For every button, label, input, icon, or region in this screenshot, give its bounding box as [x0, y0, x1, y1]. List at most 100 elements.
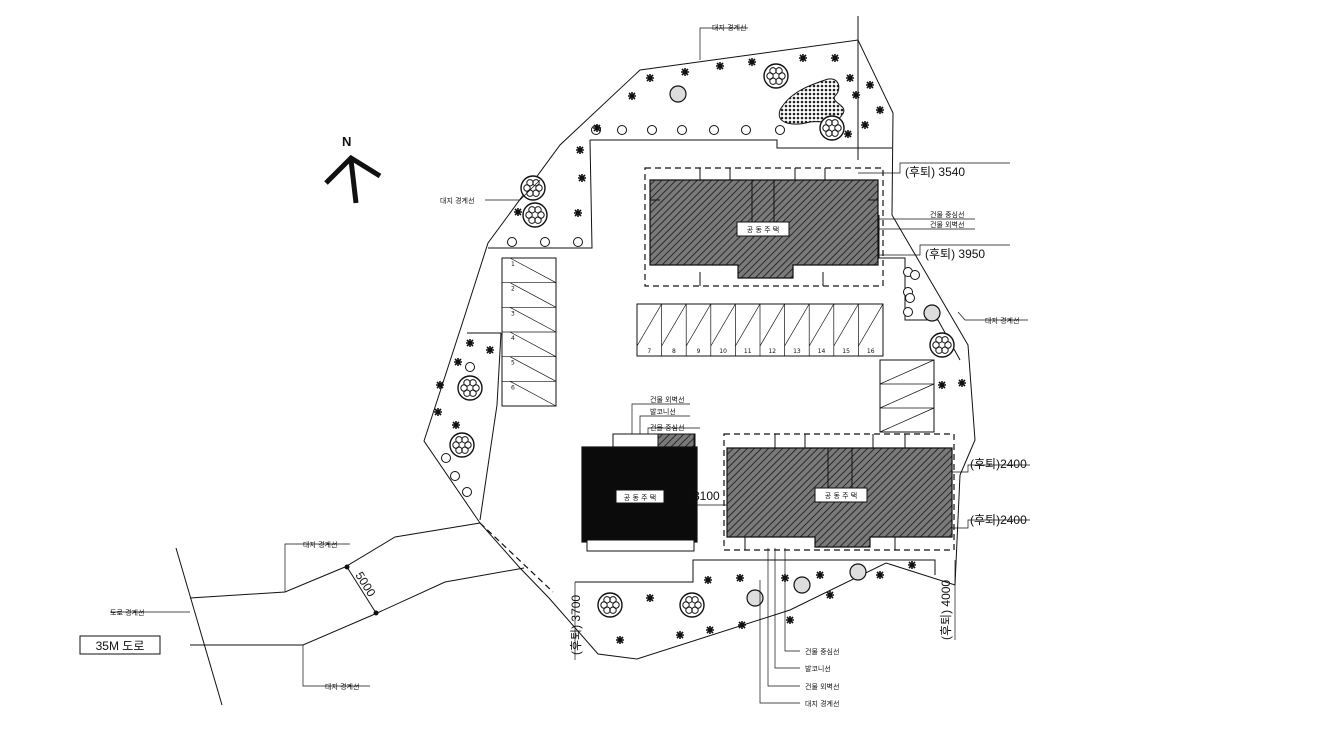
sw-label-balcony: 발코니선 — [650, 407, 676, 416]
access-road: 5000 — [175, 522, 525, 706]
parking-stall-diagonal — [858, 303, 884, 347]
parking-stall-number: 3 — [511, 310, 515, 317]
parking-stall-number: 4 — [511, 335, 515, 342]
tree-small — [706, 626, 714, 634]
parking-stall-diagonal — [784, 303, 810, 347]
parking-stall-diagonal — [833, 303, 859, 347]
tree-small — [716, 62, 724, 70]
tree-small — [576, 146, 584, 154]
road-label: 35M 도로 — [96, 639, 145, 653]
parking-stall-number: 9 — [697, 348, 701, 355]
parking-stall-diagonal — [759, 303, 785, 347]
building-southeast: 공 동 주 택 — [723, 433, 955, 551]
shrub-large — [923, 304, 941, 322]
parking-stall-diagonal — [509, 381, 557, 407]
tree-large — [763, 63, 789, 89]
parking-stall-number: 1 — [511, 261, 515, 268]
tree-small — [466, 339, 474, 347]
building-southwest-name: 공 동 주 택 — [624, 493, 656, 502]
tree-small — [816, 571, 824, 579]
parking-stall-diagonal — [509, 282, 557, 308]
tree-small — [436, 381, 444, 389]
tree-leaf — [831, 119, 839, 127]
shrub — [465, 362, 475, 372]
tree-small — [876, 106, 884, 114]
site-entrance-line — [479, 522, 554, 593]
tree-small — [786, 616, 794, 624]
label-site-boundary-top: 대지 경계선 — [712, 23, 746, 32]
shrub — [647, 125, 657, 135]
tree-small — [846, 74, 854, 82]
shrub — [903, 307, 913, 317]
north-setback-bottom: (후퇴) 3950 — [925, 247, 985, 261]
parking-stall-number: 13 — [793, 348, 801, 355]
setback-vertical-left: (후퇴) 3700 — [569, 595, 583, 655]
north-arrow: N — [324, 134, 382, 204]
tree-small — [578, 174, 586, 182]
parking-stall-diagonal — [509, 356, 557, 382]
shrub — [450, 471, 460, 481]
shrub — [910, 270, 920, 280]
tree-small — [736, 574, 744, 582]
tree-small — [616, 636, 624, 644]
tree-large — [819, 115, 845, 141]
label-access-upper: 대지 경계선 — [303, 540, 337, 549]
sw-dim: 3100 — [693, 489, 720, 503]
se-setback-bottom: (후퇴)2400 — [970, 513, 1027, 527]
tree-leaf — [461, 436, 469, 444]
parking-stall-diagonal — [509, 307, 557, 333]
tree-small — [681, 68, 689, 76]
tree-leaf — [775, 67, 783, 75]
tree-large — [449, 432, 475, 458]
tree-leaf — [941, 336, 949, 344]
tree-small — [452, 421, 460, 429]
se-setback-top: (후퇴)2400 — [970, 457, 1027, 471]
tree-leaf — [532, 179, 540, 187]
parking-stall-diagonal — [509, 257, 557, 283]
road-width-dim: 5000 — [352, 569, 378, 599]
parking-stall-diagonal — [710, 303, 736, 347]
parking-stall-number: 12 — [768, 348, 776, 355]
tree-large — [457, 375, 483, 401]
tree-small — [514, 208, 522, 216]
tree-small — [676, 631, 684, 639]
parking-stall-diagonal — [808, 303, 835, 347]
tree-leaf — [534, 206, 542, 214]
parking-stall-number: 16 — [867, 348, 875, 355]
parking-stall-number: 11 — [744, 348, 752, 355]
north-label-center: 건물 중심선 — [930, 210, 964, 219]
sw-label-outer: 건물 외벽선 — [650, 395, 684, 404]
se-label-bottom-3: 대지 경계선 — [805, 699, 839, 708]
parking-right — [879, 359, 935, 433]
tree-small — [628, 92, 636, 100]
shrub — [573, 237, 583, 247]
tree-leaf — [469, 379, 477, 387]
tree-large — [522, 202, 548, 228]
tree-small — [748, 58, 756, 66]
parking-stall-number: 15 — [842, 348, 850, 355]
tree-small — [738, 621, 746, 629]
north-setback-top: (후퇴) 3540 — [905, 165, 965, 179]
tree-small — [938, 381, 946, 389]
shrub — [709, 125, 719, 135]
shrub — [441, 453, 451, 463]
label-site-boundary-right: 대지 경계선 — [985, 316, 1019, 325]
shrub-large — [669, 85, 687, 103]
tree-small — [704, 576, 712, 584]
label-access-lower: 대지 경계선 — [325, 682, 359, 691]
shrub-large — [746, 589, 764, 607]
tree-small — [434, 408, 442, 416]
tree-small — [486, 346, 494, 354]
se-label-bottom-0: 건물 중심선 — [805, 647, 839, 656]
shrub — [677, 125, 687, 135]
tree-small — [958, 379, 966, 387]
tree-small — [866, 81, 874, 89]
shrub — [507, 237, 517, 247]
building-north-name: 공 동 주 택 — [747, 225, 779, 234]
parking-stall-diagonal — [735, 303, 761, 347]
tree-small — [876, 571, 884, 579]
setback-vertical-right: (후퇴) 4000 — [939, 580, 953, 640]
